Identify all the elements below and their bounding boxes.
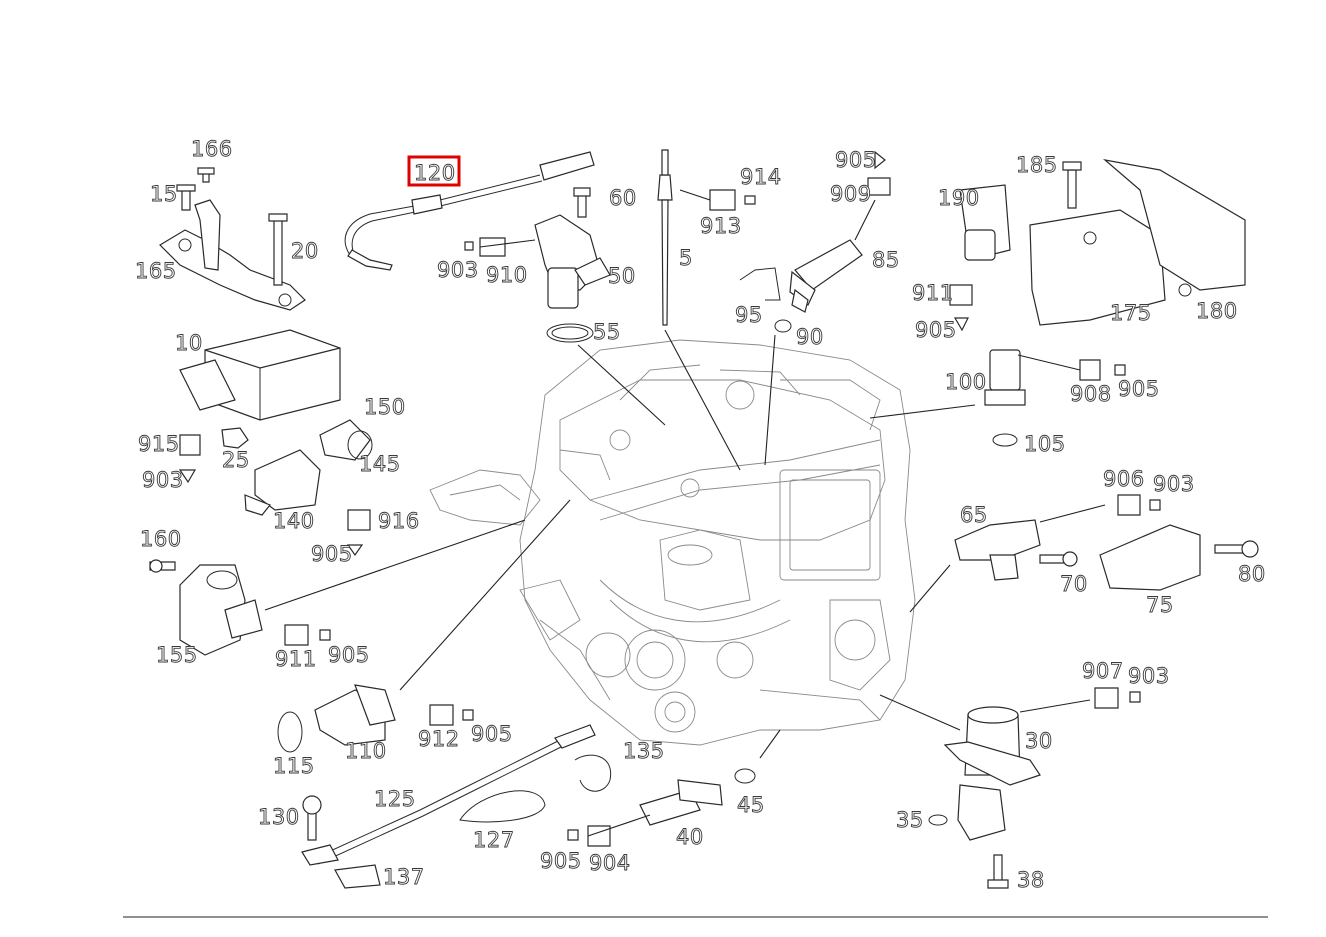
sensor-30-illustration — [928, 706, 1041, 889]
callout-145: 145 — [359, 452, 401, 476]
callout-105: 105 — [1024, 432, 1066, 456]
callout-911: 911 — [275, 647, 317, 671]
callout-906: 906 — [1103, 467, 1145, 491]
callout-20: 20 — [291, 239, 319, 263]
callout-125: 125 — [374, 787, 416, 811]
valve-140-illustration — [244, 419, 373, 516]
callout-905: 905 — [540, 849, 582, 873]
control-unit-10-illustration — [179, 329, 341, 449]
callout-190: 190 — [938, 186, 980, 210]
glow-plug-5-illustration — [657, 149, 673, 326]
sensor-110-illustration — [277, 684, 396, 753]
callout-909: 909 — [830, 182, 872, 206]
callout-80: 80 — [1238, 562, 1266, 586]
callout-100: 100 — [945, 370, 987, 394]
callout-905: 905 — [328, 643, 370, 667]
sensor-65-illustration — [954, 519, 1259, 591]
highlight-box-120 — [407, 155, 461, 187]
callout-140: 140 — [273, 509, 315, 533]
callout-150: 150 — [364, 395, 406, 419]
callout-110: 110 — [345, 739, 387, 763]
callout-40: 40 — [676, 825, 704, 849]
callout-15: 15 — [150, 182, 178, 206]
callout-85: 85 — [872, 248, 900, 272]
callout-903: 903 — [142, 468, 184, 492]
callout-labels: 166 15 20 165 120 60 903 910 50 55 5 914… — [135, 137, 1266, 893]
callout-35: 35 — [896, 808, 924, 832]
sensor-100-illustration — [984, 349, 1026, 447]
callout-905: 905 — [835, 148, 877, 172]
bracket-175-180-illustration — [959, 159, 1246, 326]
callout-120[interactable]: 120 — [414, 161, 456, 186]
callout-90: 90 — [796, 325, 824, 349]
callout-903: 903 — [437, 258, 479, 282]
callout-60: 60 — [609, 186, 637, 210]
sensor-155-illustration — [149, 559, 263, 656]
callout-180: 180 — [1196, 299, 1238, 323]
callout-45: 45 — [737, 793, 765, 817]
callout-10: 10 — [175, 331, 203, 355]
connector-illustrations — [178, 150, 1161, 847]
callout-65: 65 — [960, 503, 988, 527]
callout-25: 25 — [222, 448, 250, 472]
callout-130: 130 — [258, 805, 300, 829]
callout-911: 911 — [912, 281, 954, 305]
callout-30: 30 — [1025, 729, 1053, 753]
sensor-40-illustration — [639, 768, 756, 826]
callout-910: 910 — [486, 263, 528, 287]
callout-137: 137 — [383, 865, 425, 889]
callout-115: 115 — [273, 754, 315, 778]
sensor-50-illustration — [534, 187, 611, 343]
callout-913: 913 — [700, 214, 742, 238]
callout-905: 905 — [311, 542, 353, 566]
callout-135: 135 — [623, 739, 665, 763]
callout-185: 185 — [1016, 153, 1058, 177]
callout-175: 175 — [1110, 301, 1152, 325]
callout-903: 903 — [1153, 472, 1195, 496]
callout-155: 155 — [156, 643, 198, 667]
callout-904: 904 — [589, 851, 631, 875]
callout-5: 5 — [679, 246, 693, 270]
callout-905: 905 — [915, 318, 957, 342]
sensor-85-illustration — [739, 239, 863, 333]
callout-905: 905 — [1118, 377, 1160, 401]
callout-912: 912 — [418, 727, 460, 751]
callout-916: 916 — [378, 509, 420, 533]
callout-160: 160 — [140, 527, 182, 551]
sensor-120-illustration — [344, 151, 595, 271]
callout-38: 38 — [1017, 868, 1045, 892]
callout-127: 127 — [473, 828, 515, 852]
callout-907: 907 — [1082, 659, 1124, 683]
callout-70: 70 — [1060, 572, 1088, 596]
callout-903: 903 — [1128, 664, 1170, 688]
callout-905: 905 — [471, 722, 513, 746]
callout-908: 908 — [1070, 382, 1112, 406]
bracket-165-illustration — [159, 167, 306, 311]
callout-50: 50 — [608, 264, 636, 288]
callout-165: 165 — [135, 259, 177, 283]
callout-95: 95 — [735, 303, 763, 327]
callout-166: 166 — [191, 137, 233, 161]
cable-125-illustration — [301, 724, 612, 889]
callout-75: 75 — [1146, 593, 1174, 617]
engine-block-illustration — [429, 339, 916, 746]
callout-915: 915 — [138, 432, 180, 456]
callout-914: 914 — [740, 165, 782, 189]
leader-lines — [264, 189, 1106, 837]
callout-55: 55 — [593, 320, 621, 344]
